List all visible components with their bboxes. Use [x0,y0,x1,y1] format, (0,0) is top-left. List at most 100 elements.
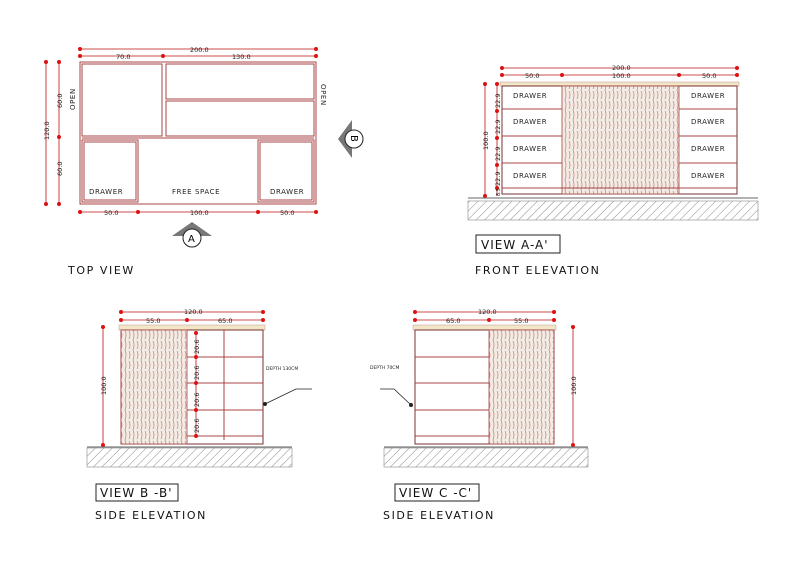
open-compartment [165,63,315,100]
top-view: 200.0 70.0 130.0 120.0 60.0 60.0 OPEN OP… [43,46,364,277]
side-b-caption: SIDE ELEVATION [95,509,207,522]
view-label-box [475,234,561,254]
open-label-left: OPEN [69,88,77,110]
side-c-dim-right: 55.0 [514,317,528,325]
dim-dot [552,310,556,314]
shelf-dim: 20.6 [193,419,201,433]
section-marker-b-label: B [348,135,359,142]
free-space-label: FREE SPACE [172,188,220,196]
top-dim-overall: 200.0 [190,46,209,54]
dim-dot [735,73,739,77]
dim-dot [119,318,123,322]
countertop [499,81,740,87]
dim-dot [483,194,487,198]
open-compartment [81,63,163,137]
drawer-label: DRAWER [513,172,547,180]
drawer-box-right-inner [259,141,313,201]
drawer-label: DRAWER [691,172,725,180]
top-dim-left: 70.0 [116,53,130,61]
front-dim-plinth: 8.5 [496,188,502,196]
cane-panel [561,85,680,195]
dim-dot [677,73,681,77]
shelf-dim: 20.6 [193,366,201,380]
view-label-box [95,483,179,502]
drawer-label: DRAWER [513,145,547,153]
dim-dot [314,54,318,58]
front-dim-left: 50.0 [525,72,539,80]
dim-dot [500,73,504,77]
top-dim-upper: 60.0 [56,94,64,108]
side-c-dim-height: 100.0 [570,376,578,395]
dim-dot [413,318,417,322]
top-dim-bottom-right: 50.0 [280,209,294,217]
dim-dot [119,310,123,314]
top-outline [79,61,317,205]
dim-dot [256,210,260,214]
dim-dot [735,66,739,70]
leader-line [264,388,312,405]
dim-dot [101,325,105,329]
side-c-dim-left: 65.0 [446,317,460,325]
dim-dot [101,443,105,447]
front-dim-row: 22.9 [494,94,502,108]
top-dim-right: 130.0 [232,53,251,61]
dim-dot [185,318,189,322]
front-dim-row: 22.9 [494,172,502,186]
dim-dot [44,60,48,64]
dim-dot [57,135,61,139]
dim-dot [194,434,198,438]
view-label: VIEW B -B' [100,486,173,500]
dim-dot [44,202,48,206]
dim-dot [194,408,198,412]
dim-dot [78,54,82,58]
side-b-dim-height: 100.0 [100,376,108,395]
top-dim-height: 120.0 [43,121,51,140]
side-b-dim-left: 55.0 [146,317,160,325]
side-elevation-b: 120.0 55.0 65.0 100.0 20.6 20.6 20.6 20.… [86,308,312,522]
dim-dot [261,318,265,322]
dim-dot [314,47,318,51]
drawer-box-left-inner [83,141,137,201]
ground-hatch [86,447,293,468]
drawer-box-right [257,139,315,203]
dim-dot [483,82,487,86]
drawer-label: DRAWER [691,118,725,126]
open-compartment [165,100,315,137]
dim-dot [552,318,556,322]
dim-dot [500,66,504,70]
drawer-box-left [81,139,139,203]
depth-note: DEPTH 130CM [266,366,298,372]
leader-dot [409,403,413,407]
dim-dot [57,202,61,206]
ground-hatch [383,447,589,468]
dim-dot [136,210,140,214]
countertop [118,324,266,331]
dim-dot [194,355,198,359]
side-elevation-c: 120.0 65.0 55.0 100.0 DEPTH 70CM VIEW C … [370,308,589,522]
front-dim-overall: 200.0 [612,64,631,72]
side-b-dim-overall: 120.0 [184,308,203,316]
top-view-caption: TOP VIEW [67,264,135,277]
dim-dot [495,136,499,140]
drawer-label: DRAWER [691,92,725,100]
front-dim-mid: 100.0 [612,72,631,80]
front-dim-height: 100.0 [482,131,490,150]
top-dim-bottom-mid: 100.0 [190,209,209,217]
dim-dot [495,163,499,167]
drawer-label-right: DRAWER [270,188,304,196]
dim-dot [495,109,499,113]
dim-dot [161,54,165,58]
dim-dot [57,60,61,64]
dim-dot [495,82,499,86]
front-dim-row: 22.9 [494,120,502,134]
ground-hatch [467,200,759,221]
drawer-label: DRAWER [513,118,547,126]
drawer-label-left: DRAWER [89,188,123,196]
open-label-right: OPEN [319,84,327,106]
section-marker-a [182,228,202,248]
section-marker-b [344,129,364,149]
side-c-dim-overall: 120.0 [478,308,497,316]
depth-note: DEPTH 70CM [370,365,399,371]
front-dim-right: 50.0 [702,72,716,80]
